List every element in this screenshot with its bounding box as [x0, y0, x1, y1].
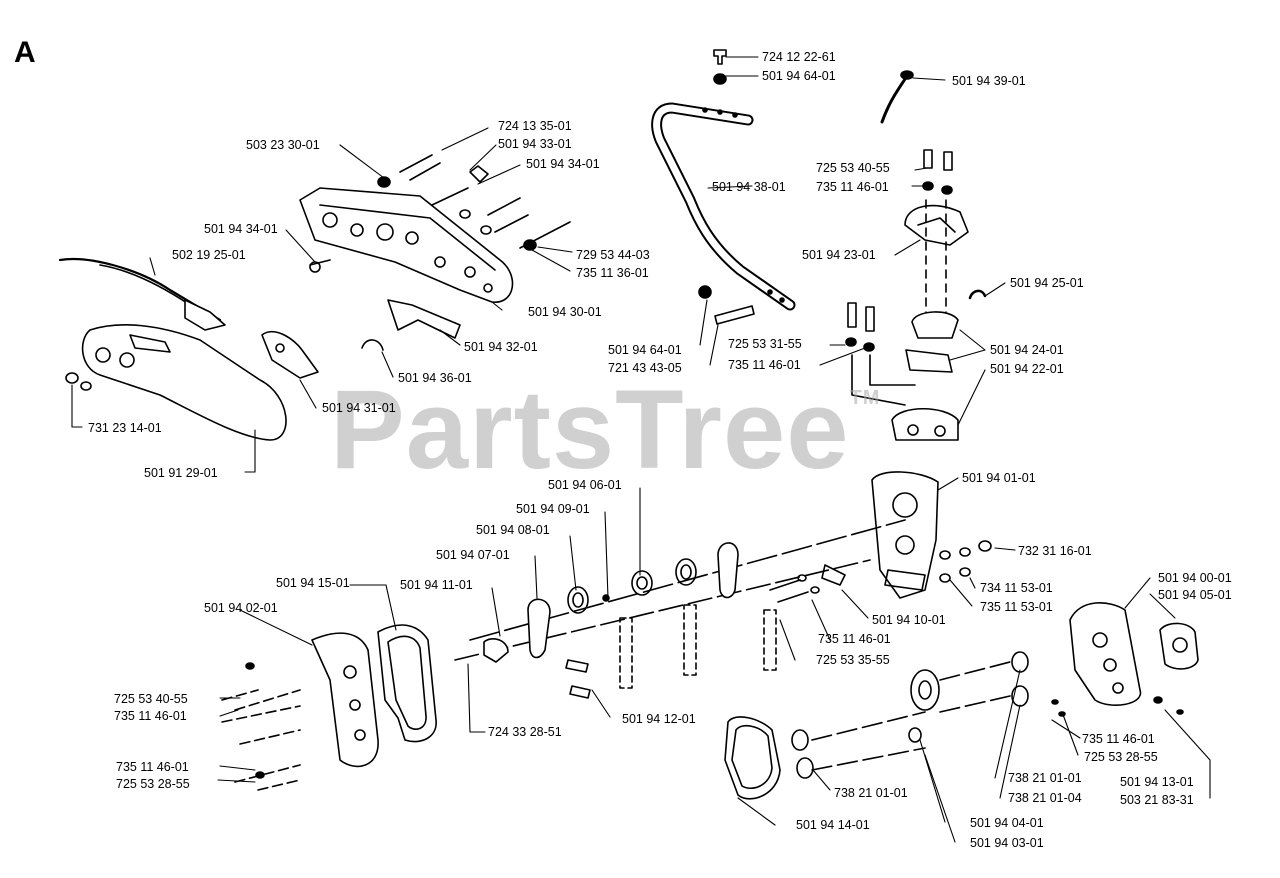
part-number-label: 724 33 28-51	[488, 725, 562, 739]
drive-arm-housing	[299, 154, 571, 303]
leader-lines	[71, 56, 1211, 843]
part-number-label: 501 94 34-01	[204, 222, 278, 236]
part-number-label: 502 19 25-01	[172, 248, 246, 262]
part-number-label: 503 21 83-31	[1120, 793, 1194, 807]
part-number-label: 501 94 39-01	[952, 74, 1026, 88]
side-cover-and-gasket	[221, 624, 437, 791]
part-number-label: 503 23 30-01	[246, 138, 320, 152]
part-number-label: 501 94 32-01	[464, 340, 538, 354]
part-number-label: 501 94 10-01	[872, 613, 946, 627]
part-number-label: 501 94 01-01	[962, 471, 1036, 485]
part-number-label: 735 11 46-01	[818, 632, 891, 646]
part-number-label: 501 94 14-01	[796, 818, 870, 832]
part-number-label: 724 13 35-01	[498, 119, 572, 133]
part-number-label: 501 94 13-01	[1120, 775, 1194, 789]
part-number-label: 501 94 31-01	[322, 401, 396, 415]
part-number-label: 501 94 30-01	[528, 305, 602, 319]
handle-cover-assembly	[58, 258, 461, 441]
part-number-label: 738 21 01-04	[1008, 791, 1082, 805]
part-number-label: 501 94 33-01	[498, 137, 572, 151]
part-number-label: 735 11 46-01	[114, 709, 187, 723]
gear-housing-main	[454, 471, 992, 699]
part-number-label: 735 11 53-01	[980, 600, 1053, 614]
part-number-label: 501 94 25-01	[1010, 276, 1084, 290]
part-number-label: 501 94 22-01	[990, 362, 1064, 376]
part-number-label: 501 94 08-01	[476, 523, 550, 537]
part-number-label: 501 91 29-01	[144, 466, 218, 480]
part-number-label: 501 94 07-01	[436, 548, 510, 562]
part-number-label: 501 94 24-01	[990, 343, 1064, 357]
part-number-label: 501 94 03-01	[970, 836, 1044, 850]
part-number-label: 501 94 06-01	[548, 478, 622, 492]
part-number-label: 501 94 36-01	[398, 371, 472, 385]
part-number-label: 501 94 64-01	[762, 69, 836, 83]
transmission-assembly	[724, 602, 1199, 800]
part-number-label: 721 43 43-05	[608, 361, 682, 375]
part-number-label: 725 53 28-55	[116, 777, 190, 791]
part-number-label: 735 11 36-01	[576, 266, 649, 280]
part-number-label: 732 31 16-01	[1018, 544, 1092, 558]
part-number-label: 735 11 46-01	[816, 180, 889, 194]
part-number-label: 738 21 01-01	[1008, 771, 1082, 785]
part-number-label: 725 53 28-55	[1084, 750, 1158, 764]
handle-clamp-assembly	[845, 149, 987, 441]
handlebar-assembly	[651, 49, 914, 325]
part-number-label: 725 53 40-55	[114, 692, 188, 706]
part-number-label: 725 53 31-55	[728, 337, 802, 351]
part-number-label: 725 53 40-55	[816, 161, 890, 175]
part-number-label: 501 94 09-01	[516, 502, 590, 516]
part-number-label: 735 11 46-01	[116, 760, 189, 774]
part-number-label: 738 21 01-01	[834, 786, 908, 800]
part-number-label: 501 94 02-01	[204, 601, 278, 615]
part-number-label: 735 11 46-01	[728, 358, 801, 372]
part-number-label: 729 53 44-03	[576, 248, 650, 262]
part-number-label: 501 94 05-01	[1158, 588, 1232, 602]
part-number-label: 501 94 34-01	[526, 157, 600, 171]
part-number-label: 501 94 15-01	[276, 576, 350, 590]
part-number-label: 501 94 04-01	[970, 816, 1044, 830]
part-number-label: 724 12 22-61	[762, 50, 836, 64]
part-number-label: 501 94 11-01	[400, 578, 473, 592]
part-number-label: 501 94 00-01	[1158, 571, 1232, 585]
part-number-label: 501 94 64-01	[608, 343, 682, 357]
part-number-label: 501 94 23-01	[802, 248, 876, 262]
part-number-label: 735 11 46-01	[1082, 732, 1155, 746]
part-number-label: 731 23 14-01	[88, 421, 162, 435]
section-letter: A	[14, 36, 36, 69]
part-number-label: 725 53 35-55	[816, 653, 890, 667]
part-number-label: 501 94 12-01	[622, 712, 696, 726]
part-number-label: 734 11 53-01	[980, 581, 1053, 595]
part-number-label: 501 94 38-01	[712, 180, 786, 194]
